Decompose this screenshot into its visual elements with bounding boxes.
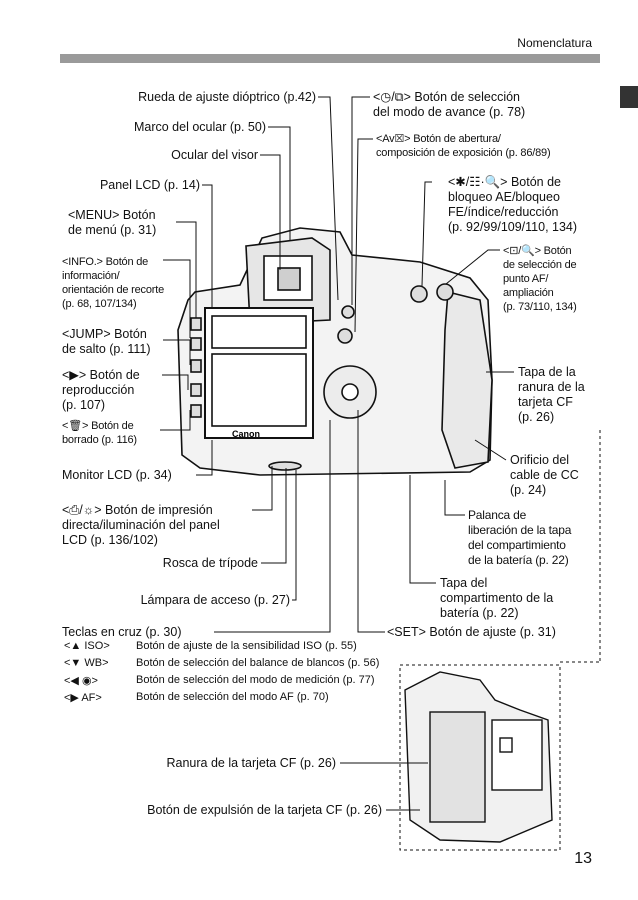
cross-key-row: <◀ ◉>Botón de selección del modo de medi… — [64, 674, 375, 687]
label-access-lamp: Lámpara de acceso (p. 27) — [140, 593, 290, 607]
label-eyecup: Marco del ocular (p. 50) — [133, 120, 266, 134]
label-lcd-monitor: Monitor LCD (p. 34) — [62, 468, 172, 482]
page-number: 13 — [574, 850, 592, 867]
label-cf-eject-button: Botón de expulsión de la tarjeta CF (p. … — [147, 803, 382, 817]
label-tripod-socket: Rosca de trípode — [162, 556, 258, 570]
cf-inset-frame — [399, 664, 561, 851]
label-av-button: <Av☒> Botón de abertura/composición de e… — [376, 133, 551, 159]
cross-key-row: <▶ AF>Botón de selección del modo AF (p.… — [64, 691, 329, 704]
header-rule — [60, 54, 600, 63]
section-tab — [620, 86, 638, 108]
cross-key-row: <▼ WB>Botón de selección del balance de … — [64, 657, 380, 669]
label-panel-lcd: Panel LCD (p. 14) — [99, 178, 200, 192]
label-set-button: <SET> Botón de ajuste (p. 31) — [387, 625, 556, 639]
section-title: Nomenclatura — [517, 36, 592, 50]
cf-slot-illustration — [404, 671, 553, 843]
label-dioptric-wheel: Rueda de ajuste dióptrico (p.42) — [138, 90, 316, 104]
cross-keys-table: <▲ ISO>Botón de ajuste de la sensibilida… — [64, 640, 379, 708]
label-viewfinder: Ocular del visor — [171, 148, 258, 162]
camera-body — [177, 227, 493, 476]
label-cf-card-slot: Ranura de la tarjeta CF (p. 26) — [166, 756, 336, 770]
camera-brand: Canon — [232, 429, 260, 439]
label-cross-keys: Teclas en cruz (p. 30) — [62, 625, 182, 639]
cross-key-row: <▲ ISO>Botón de ajuste de la sensibilida… — [64, 640, 357, 652]
